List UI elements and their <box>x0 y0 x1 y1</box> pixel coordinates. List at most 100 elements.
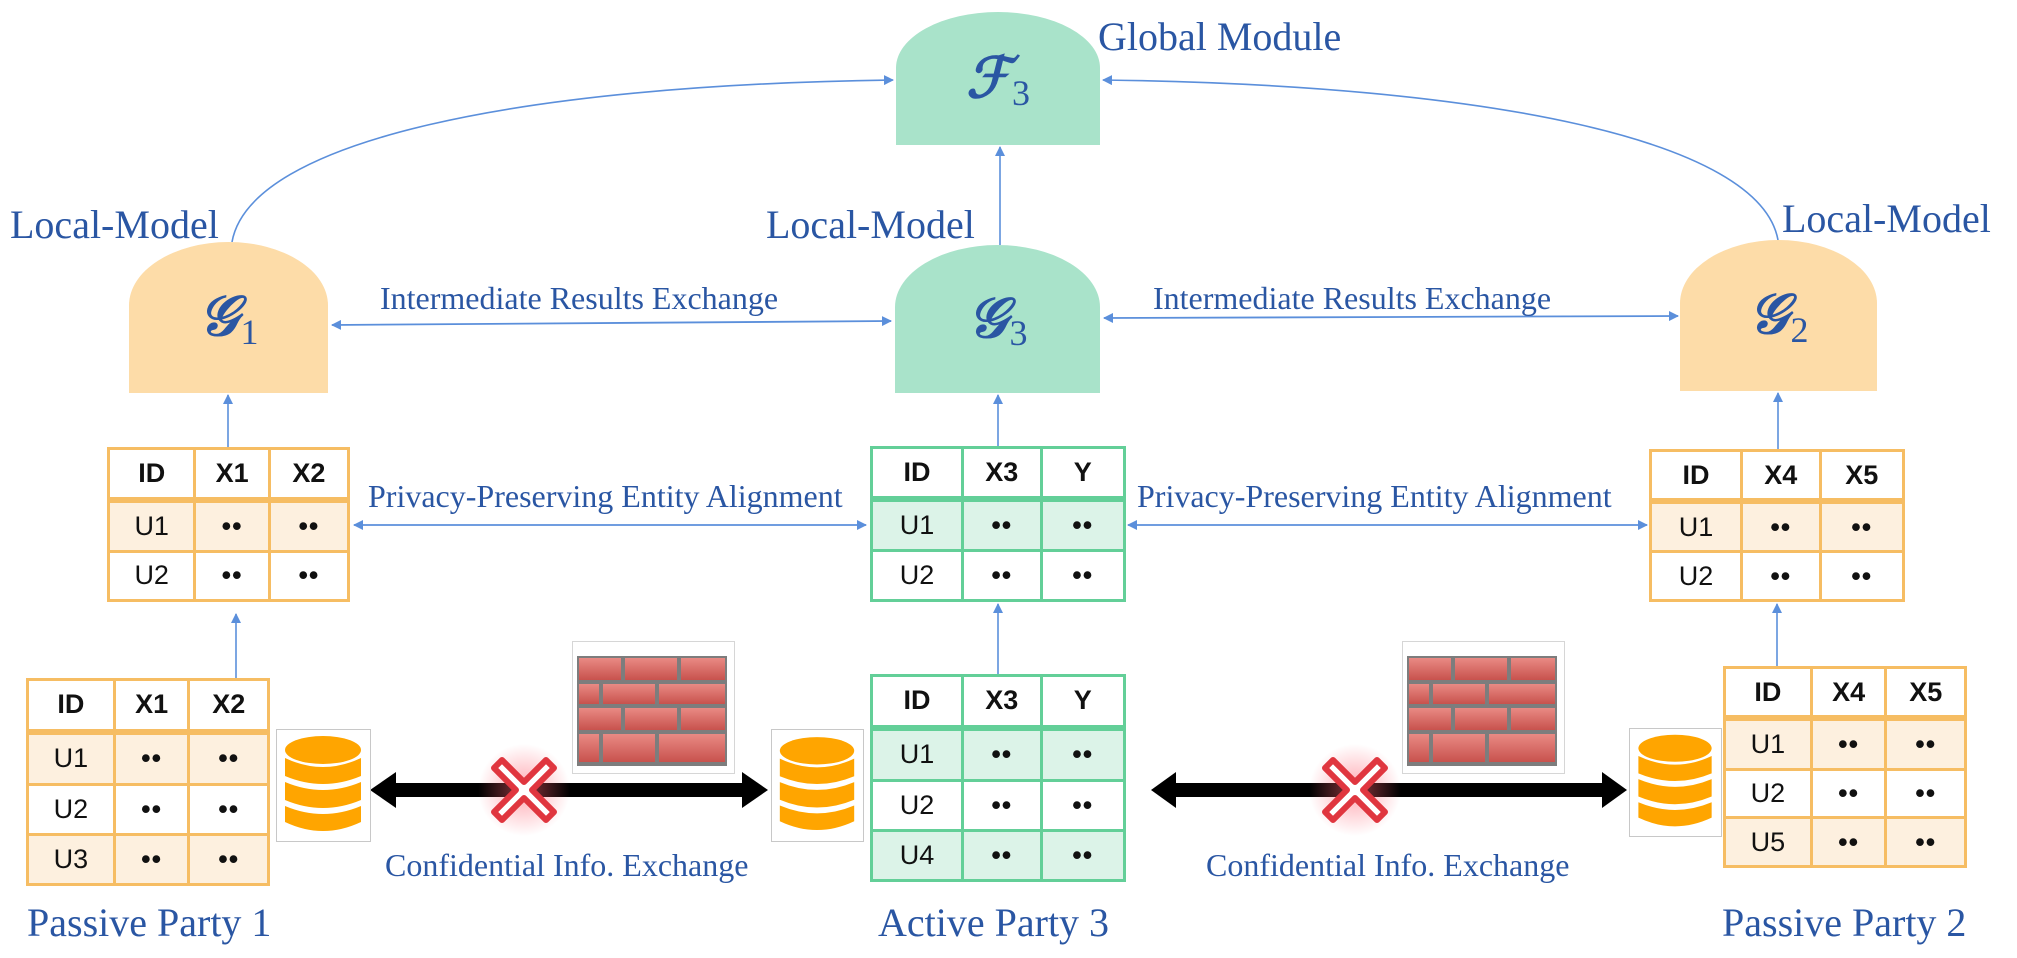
feature-cell: •• <box>1884 816 1967 868</box>
feature-cell: •• <box>1809 816 1888 868</box>
feature-cell: •• <box>1740 550 1822 602</box>
firewall-icon <box>572 641 735 774</box>
local-to-global-arrow-left <box>231 75 894 243</box>
confidential-label-right: Confidential Info. Exchange <box>1206 847 1570 883</box>
privacy-label-right: Privacy-Preserving Entity Alignment <box>1137 478 1612 514</box>
model-subscript: 3 <box>1012 72 1031 113</box>
row-id-cell: U2 <box>26 782 116 836</box>
feature-cell: •• <box>1809 716 1888 771</box>
column-header: X2 <box>187 677 270 735</box>
local-to-global-arrow-right <box>1102 75 1779 241</box>
table-row: U2•••• <box>869 778 1126 832</box>
row-id-cell: U1 <box>869 497 965 553</box>
party-label-right: Passive Party 2 <box>1722 900 1967 945</box>
confidential-label-left: Confidential Info. Exchange <box>385 847 749 883</box>
intermediate-label-left: Intermediate Results Exchange <box>380 280 779 316</box>
feature-cell: •• <box>187 730 270 786</box>
global-module-label: Global Module <box>1098 14 1342 59</box>
column-header: ID <box>869 673 965 731</box>
model-symbol: 𝒢 <box>1748 284 1789 346</box>
model-symbol: 𝒢 <box>967 287 1008 350</box>
blocked-x-icon <box>1309 744 1401 836</box>
feature-cell: •• <box>187 832 270 887</box>
feature-cell: •• <box>961 778 1043 832</box>
feature-cell: •• <box>961 497 1043 553</box>
row-id-cell: U4 <box>869 828 965 883</box>
column-header: Y <box>1039 446 1126 503</box>
model-symbol: 𝒢 <box>198 286 239 348</box>
row-id-cell: U1 <box>1723 716 1813 771</box>
table-row: U2•••• <box>869 549 1126 602</box>
table-row: U1•••• <box>869 497 1126 553</box>
feature-cell: •• <box>112 730 191 786</box>
column-header: ID <box>869 446 965 503</box>
row-id-cell: U3 <box>26 832 116 887</box>
row-id-cell: U1 <box>1648 499 1744 554</box>
column-header: X4 <box>1809 666 1888 722</box>
column-header: ID <box>1648 449 1744 505</box>
table-row: U2•••• <box>26 782 270 836</box>
model-subscript: 3 <box>1009 313 1028 353</box>
table-row: U1•••• <box>1723 716 1967 771</box>
feature-cell: •• <box>1039 828 1126 883</box>
column-header: ID <box>1723 666 1813 722</box>
column-header: X2 <box>267 446 351 503</box>
local-model-label-right: Local-Model <box>1782 196 1991 241</box>
column-header: ID <box>106 446 197 503</box>
feature-cell: •• <box>193 498 271 553</box>
database-icon <box>1629 728 1722 837</box>
row-id-cell: U1 <box>106 498 197 553</box>
row-id-cell: U2 <box>869 549 965 602</box>
column-header: X3 <box>961 446 1043 503</box>
table-row: U3•••• <box>26 832 270 887</box>
feature-cell: •• <box>267 549 351 603</box>
feature-cell: •• <box>961 828 1043 883</box>
table-row: U1•••• <box>1648 499 1905 554</box>
column-header: X3 <box>961 673 1043 731</box>
feature-cell: •• <box>961 549 1043 602</box>
feature-cell: •• <box>1884 716 1967 771</box>
intermediate-arrow-right <box>1103 311 1679 323</box>
column-header: X5 <box>1818 449 1905 505</box>
feature-cell: •• <box>112 782 191 836</box>
table-row: U1•••• <box>106 498 351 553</box>
row-id-cell: U5 <box>1723 816 1813 868</box>
model-subscript: 1 <box>240 311 259 352</box>
database-icon <box>276 729 371 842</box>
table-row: U2•••• <box>1723 767 1967 820</box>
row-id-cell: U2 <box>869 778 965 832</box>
intermediate-arrow-left <box>331 316 892 330</box>
table-row: U1•••• <box>26 730 270 786</box>
privacy-label-left: Privacy-Preserving Entity Alignment <box>368 478 843 514</box>
table-row: U2•••• <box>1648 550 1905 602</box>
column-header: X1 <box>193 446 271 503</box>
row-id-cell: U1 <box>26 730 116 786</box>
local-model-label-center: Local-Model <box>766 202 975 247</box>
column-header: Y <box>1039 673 1126 731</box>
row-id-cell: U2 <box>1723 767 1813 820</box>
local-model-label-left: Local-Model <box>10 202 219 247</box>
feature-cell: •• <box>267 498 351 553</box>
feature-cell: •• <box>1809 767 1888 820</box>
feature-cell: •• <box>1818 550 1905 602</box>
row-id-cell: U1 <box>869 726 965 782</box>
database-icon <box>771 729 864 842</box>
feature-cell: •• <box>1039 497 1126 553</box>
party-label-left: Passive Party 1 <box>27 900 272 945</box>
feature-cell: •• <box>961 726 1043 782</box>
